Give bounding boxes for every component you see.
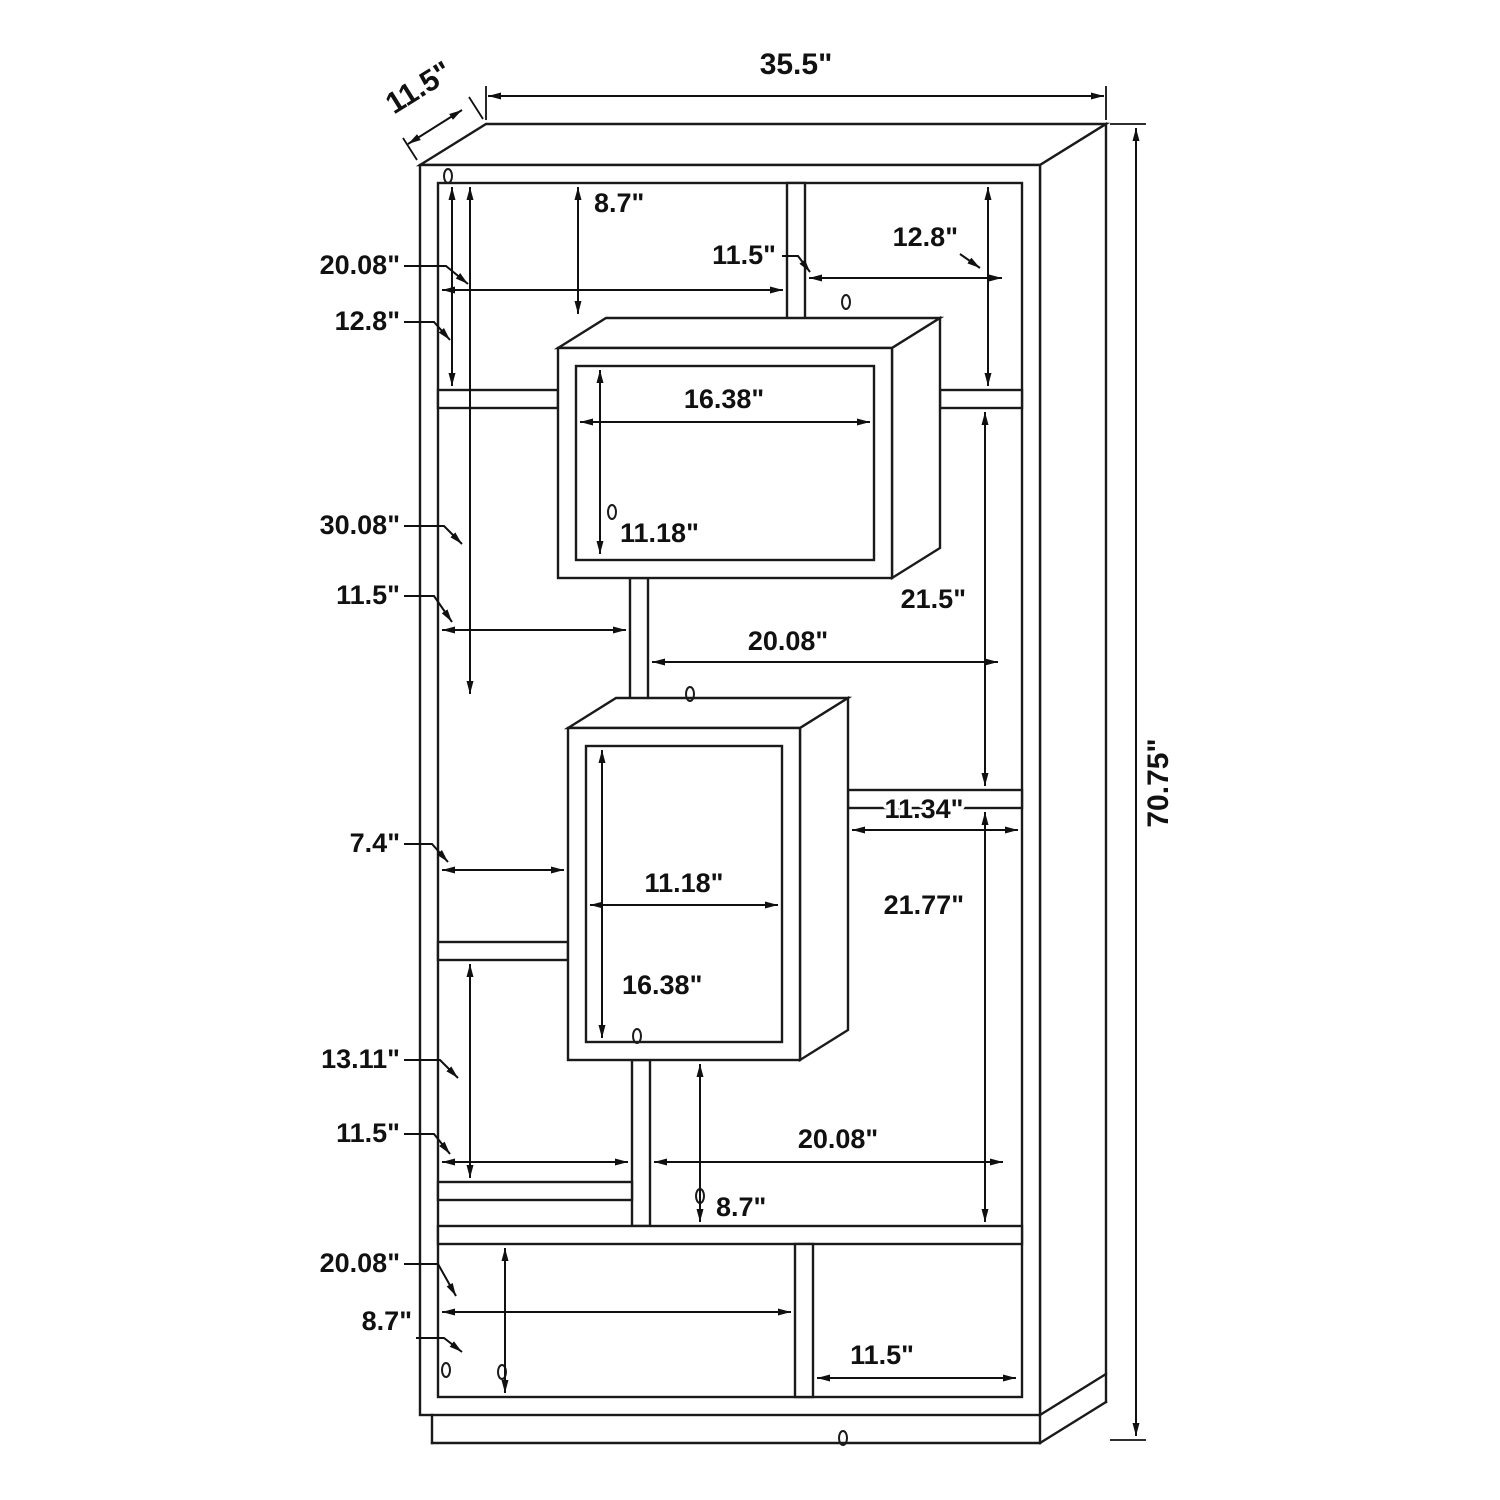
dim-bottom-center-height-label: 8.7" (716, 1192, 766, 1222)
dim-left-lower-height: 13.11" (318, 964, 474, 1178)
dim-bottom-right-upper-width: 20.08" (654, 1121, 1003, 1166)
dim-bottom-right-upper-width-label: 20.08" (798, 1124, 878, 1154)
middle-box-opening (584, 744, 784, 1044)
dim-bottom-left-width: 20.08" (316, 1245, 791, 1316)
dim-center-width: 20.08" (652, 623, 998, 666)
dim-left-lower-width: 7.4" (346, 825, 564, 874)
base-plinth (430, 1372, 1108, 1445)
dim-total-height-label: 70.75" (1142, 738, 1175, 827)
dim-top-inner-height: 8.7" (574, 185, 648, 314)
dim-right-lower-height-label: 21.77" (884, 890, 964, 920)
dim-left-lower-width-label: 7.4" (350, 828, 400, 858)
dim-top-left-width-label: 20.08" (320, 250, 400, 280)
dim-right-mid-height: 21.5" (897, 412, 989, 786)
dim-top-right-height: 12.8" (889, 187, 992, 386)
dim-left-upper-height: 12.8" (331, 187, 456, 386)
dim-left-lower-width2-label: 11.5" (336, 1118, 400, 1148)
dim-top-inner-height-label: 8.7" (594, 188, 644, 218)
dim-upper-box-width-label: 16.38" (684, 384, 764, 414)
dim-left-mid-height-label: 30.08" (320, 510, 400, 540)
dim-bottom-center-height: 8.7" (696, 1064, 770, 1226)
dim-top-depth-label: 11.5" (380, 55, 458, 121)
left-middle-shelf (436, 940, 570, 962)
dim-right-shelf-width-label: 11.34" (885, 794, 964, 824)
dim-top-center-width: 11.5" (709, 237, 1002, 282)
dim-top-left-width: 20.08" (316, 247, 783, 294)
dim-upper-box-height: 11.18" (596, 370, 702, 554)
upper-box-side-face (890, 315, 942, 581)
middle-box (563, 695, 853, 1063)
dim-top-center-width-label: 11.5" (712, 240, 776, 270)
dim-left-mid-width: 11.5" (333, 577, 626, 634)
dim-top-right-height-label: 12.8" (893, 222, 958, 252)
dim-left-upper-height-label: 12.8" (335, 306, 400, 336)
dim-top-width: 35.5" (485, 45, 1107, 120)
dim-total-height: 70.75" (1110, 123, 1179, 1441)
dim-bottom-right-width: 11.5" (817, 1337, 1016, 1382)
dim-middle-box-height-label: 16.38" (622, 970, 702, 1000)
dim-bottom-left-height: 8.7" (358, 1248, 509, 1393)
upper-right-shelf (938, 388, 1024, 410)
dim-upper-box-width: 16.38" (580, 381, 870, 426)
dim-left-mid-width-label: 11.5" (336, 580, 400, 610)
dim-left-mid-height: 30.08" (316, 187, 474, 694)
dim-left-lower-height-label: 13.11" (321, 1044, 400, 1074)
center-lower-divider (630, 1058, 652, 1228)
upper-box-opening (574, 364, 876, 562)
dim-bottom-right-width-label: 11.5" (850, 1340, 914, 1370)
lower-left-shelf (436, 1180, 634, 1202)
dim-upper-box-height-label: 11.18" (620, 518, 699, 548)
dim-bottom-left-height-label: 8.7" (362, 1306, 412, 1336)
bottom-long-shelf (436, 1224, 1024, 1246)
upper-box (553, 315, 945, 581)
dim-middle-box-width: 11.18" (590, 865, 778, 909)
dim-middle-box-width-label: 11.18" (645, 868, 724, 898)
dim-bottom-left-width-label: 20.08" (320, 1248, 400, 1278)
top-face (415, 122, 1111, 167)
dim-top-width-label: 35.5" (760, 48, 833, 81)
dim-left-lower-width2: 11.5" (333, 1115, 628, 1166)
dim-right-shelf-width: 11.34" (852, 791, 1018, 834)
bottom-divider (793, 1242, 815, 1399)
dim-middle-box-height: 16.38" (598, 750, 706, 1038)
right-side-face (1038, 121, 1108, 1418)
middle-box-side-face (798, 695, 850, 1063)
dim-right-mid-height-label: 21.5" (901, 584, 966, 614)
dim-right-lower-height: 21.77" (880, 812, 989, 1222)
upper-left-shelf (436, 388, 560, 410)
dim-center-width-label: 20.08" (748, 626, 828, 656)
upper-box-top-face (553, 316, 945, 350)
